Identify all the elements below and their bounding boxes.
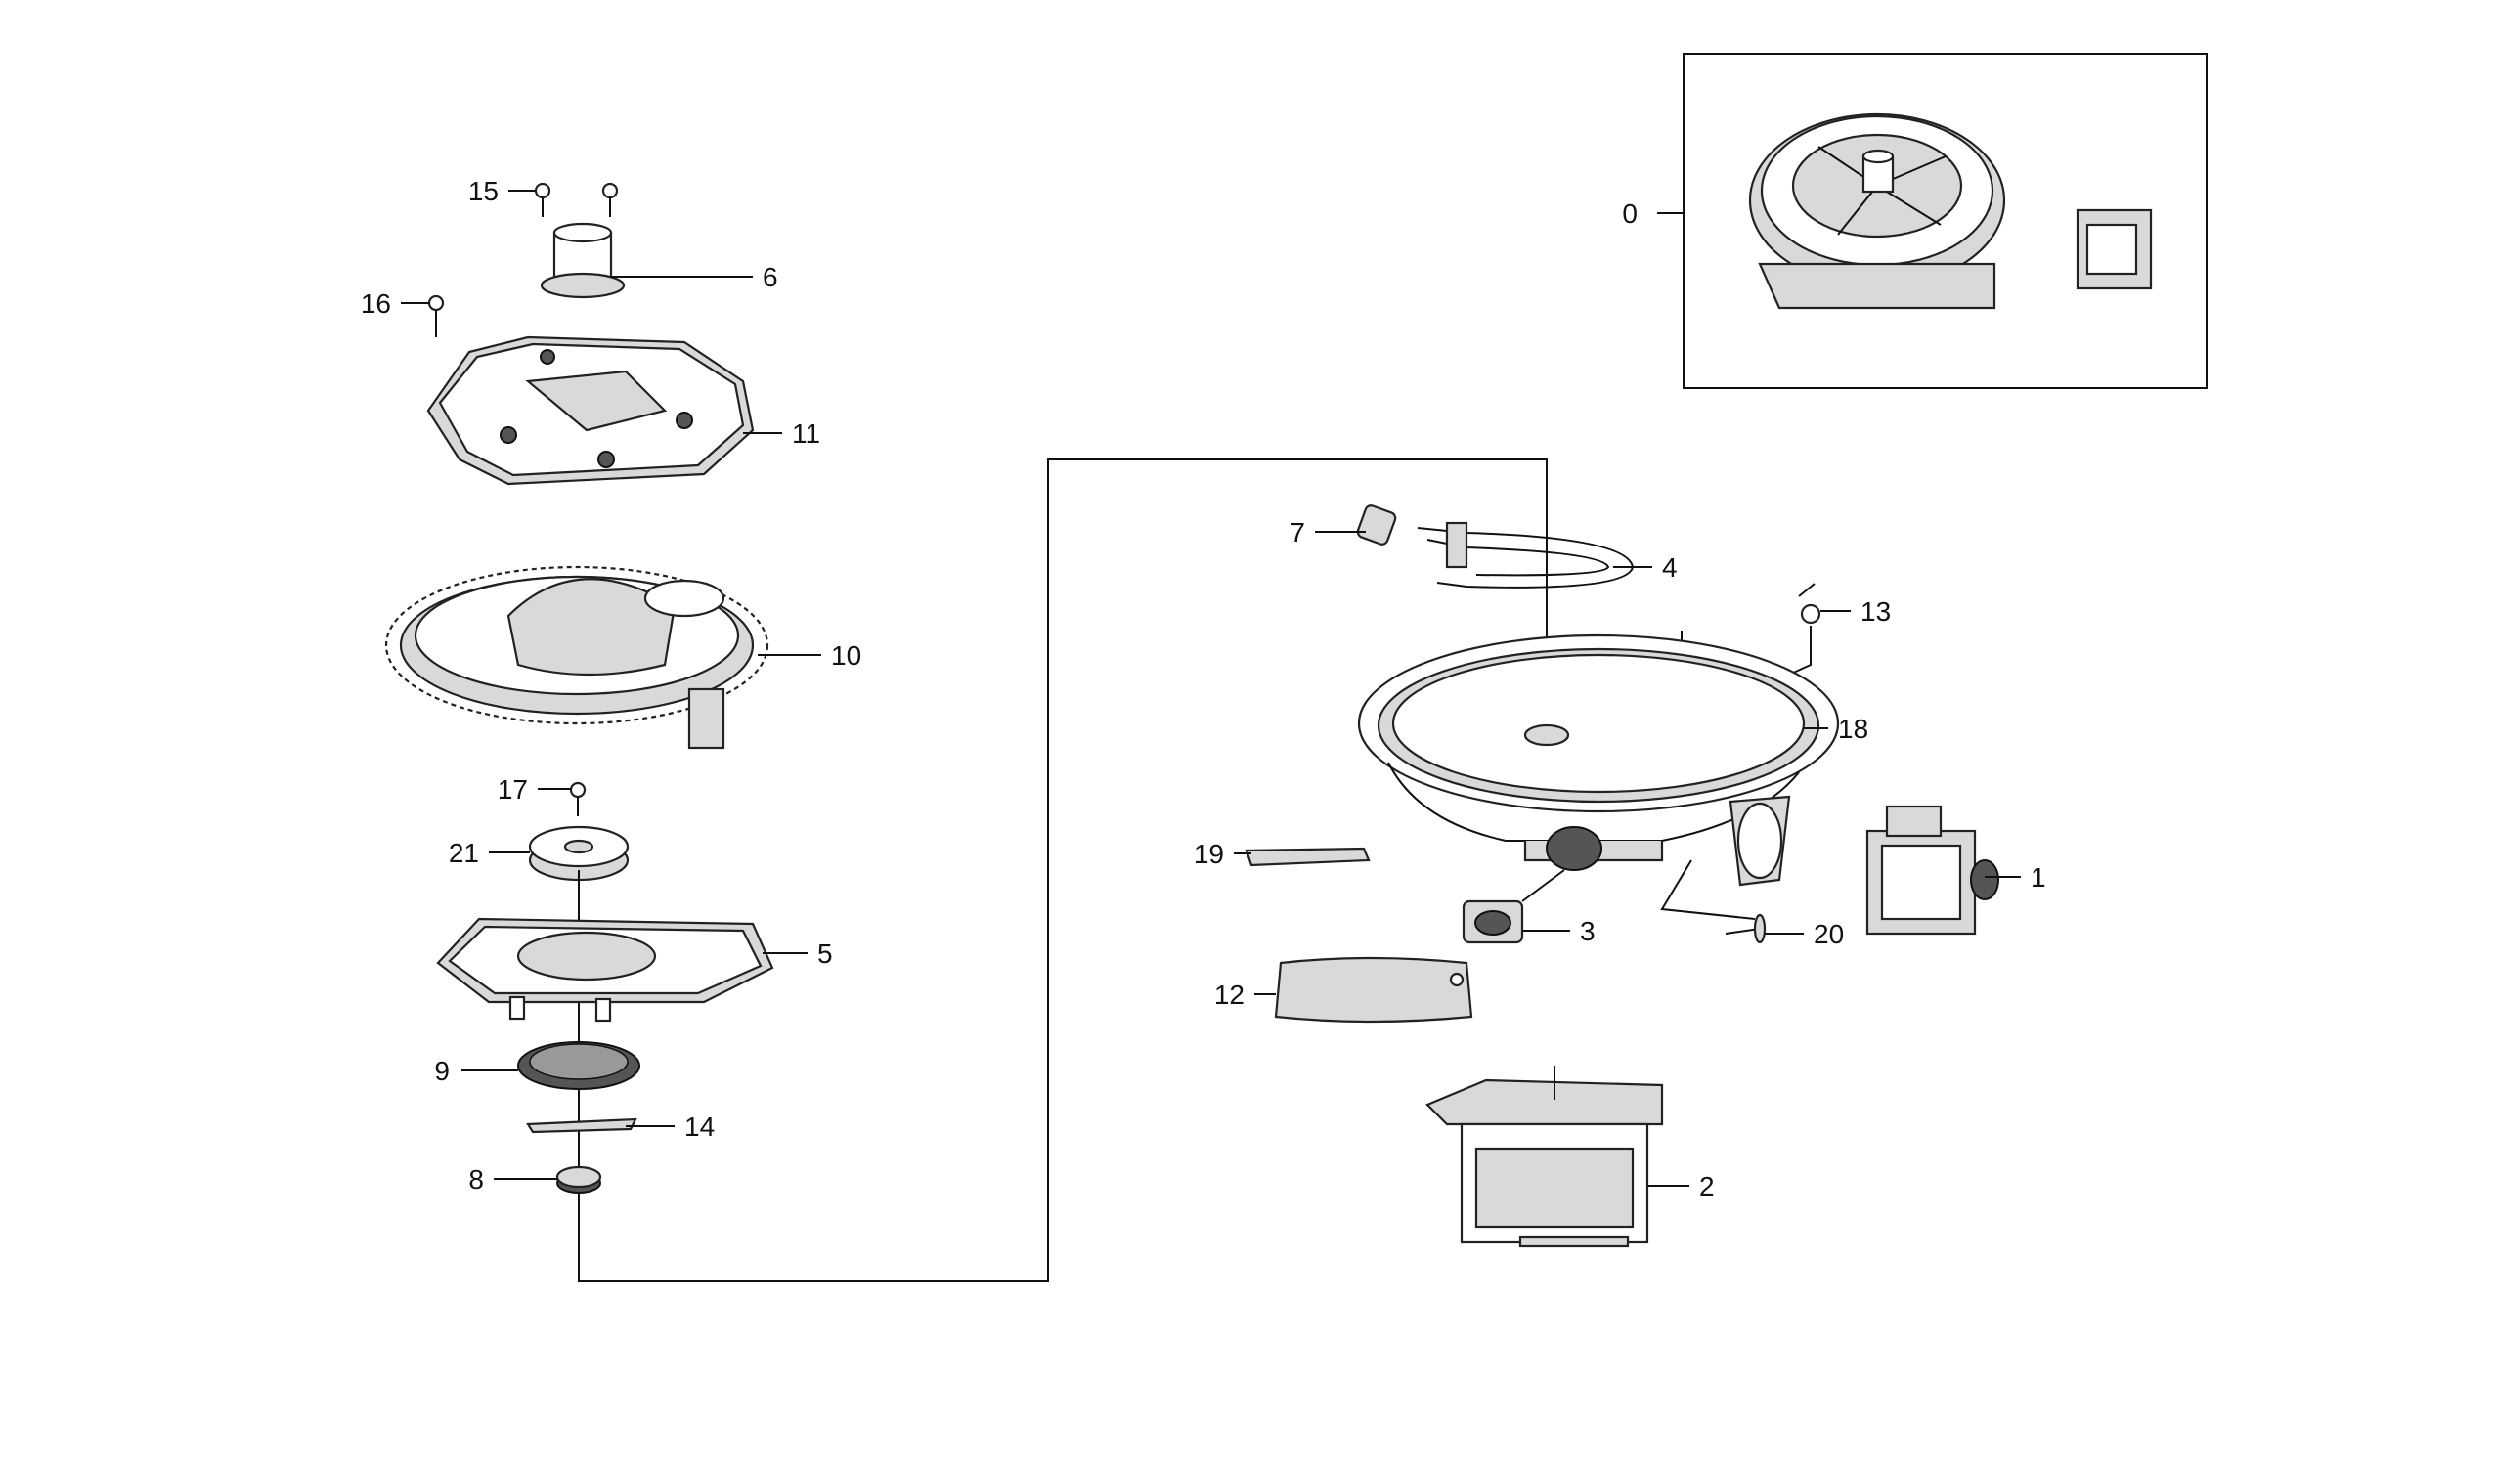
- callout-1: 1: [2031, 862, 2046, 893]
- sump-18-icon: [1357, 633, 1840, 887]
- callout-10: 10: [831, 640, 861, 671]
- sensor-3-icon: [1462, 899, 1524, 944]
- heater-4-icon: [1417, 521, 1635, 589]
- callout-5: 5: [817, 938, 833, 969]
- seal-8-icon: [555, 1165, 602, 1194]
- callout-6: 6: [763, 262, 778, 292]
- cover-plate-11-icon: [426, 335, 755, 486]
- callout-2: 2: [1699, 1171, 1715, 1201]
- cover-12-icon: [1274, 956, 1473, 1024]
- callout-13: 13: [1860, 596, 1891, 627]
- callout-17: 17: [498, 774, 528, 805]
- callout-9: 9: [434, 1056, 450, 1086]
- leader-lines: [401, 190, 2021, 1187]
- callout-14: 14: [684, 1112, 715, 1142]
- callout-8: 8: [468, 1164, 484, 1195]
- callout-16: 16: [361, 288, 391, 319]
- pin-20-icon: [1725, 913, 1767, 944]
- callout-11: 11: [792, 418, 820, 449]
- filter-9-icon: [517, 1041, 640, 1090]
- gasket-7-icon: [1356, 504, 1397, 546]
- drain-pump-1-icon: [1865, 805, 1999, 936]
- connector-line: [578, 458, 1548, 1282]
- callout-labels: 0 1 2 3 4 5 6 7 8 9 10 11 12 13 14 15 16…: [361, 176, 2046, 1201]
- screw-15-icon: [534, 182, 619, 217]
- callout-21: 21: [449, 838, 479, 868]
- callout-15: 15: [468, 176, 499, 206]
- callout-12: 12: [1214, 980, 1245, 1010]
- callout-4: 4: [1662, 552, 1678, 583]
- nozzle-6-icon: [540, 222, 626, 299]
- inset-frame: [1683, 53, 2208, 389]
- callout-19: 19: [1194, 839, 1224, 869]
- assembly-inset: [1683, 53, 2208, 389]
- motor-2-icon: [1425, 1066, 1664, 1248]
- callout-20: 20: [1814, 919, 1844, 949]
- callout-3: 3: [1580, 916, 1596, 946]
- callout-18: 18: [1838, 714, 1868, 744]
- callout-7: 7: [1290, 517, 1305, 547]
- connector-19-icon: [1245, 847, 1371, 867]
- gear-housing-10-icon: [384, 565, 769, 750]
- clip-13-icon: [1798, 583, 1821, 625]
- pump-housing-5-icon: [436, 917, 774, 1023]
- callout-0: 0: [1622, 198, 1638, 229]
- screw-16-icon: [427, 294, 445, 337]
- disc-21-icon: [528, 825, 630, 882]
- screw-17-icon: [569, 781, 587, 816]
- blade-14-icon: [526, 1117, 637, 1134]
